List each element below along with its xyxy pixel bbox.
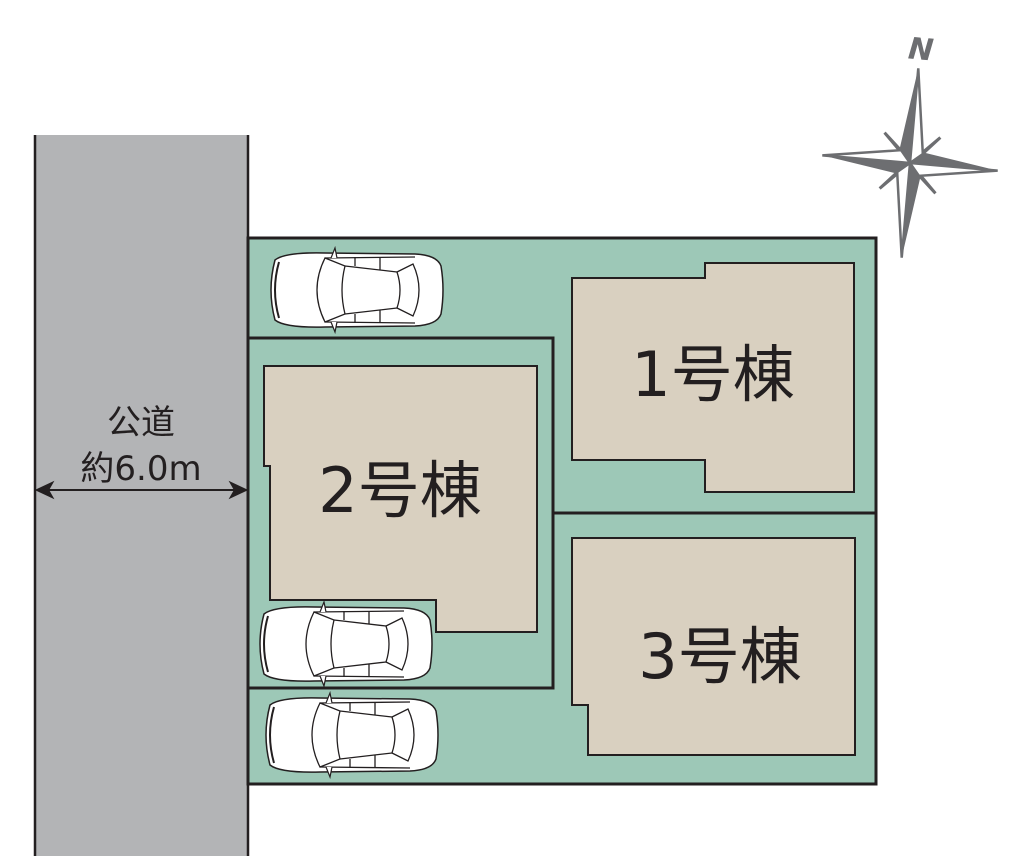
building-3 (571, 537, 856, 756)
parking-car-1 (270, 247, 444, 333)
building-2 (263, 365, 538, 633)
parking-car-3 (265, 692, 439, 778)
parking-car-2 (259, 601, 433, 687)
building-1-label: 1号棟 (631, 338, 794, 411)
road-width-arrow (34, 480, 249, 500)
building-1 (571, 262, 855, 493)
road-name-label: 公道 (107, 403, 175, 443)
road-width-label: 約6.0m (80, 449, 201, 489)
compass-north-label: N (907, 31, 935, 68)
public-road (35, 135, 248, 856)
building-2-label: 2号棟 (318, 454, 481, 527)
compass-rose-icon: N (822, 31, 998, 258)
building-3-label: 3号棟 (638, 620, 801, 693)
